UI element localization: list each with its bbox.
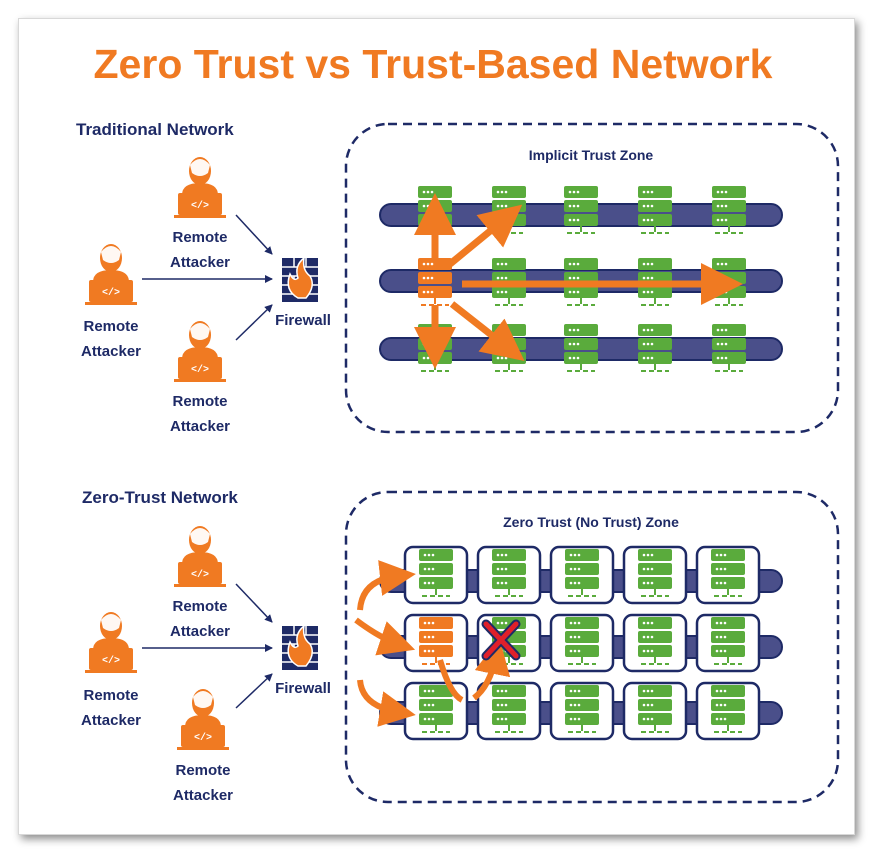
attacker-label-line2: Attacker — [81, 343, 141, 360]
traditional-attacker-bottom: Remote Attacker — [170, 321, 230, 435]
firewall-icon — [281, 625, 319, 671]
attacker-label-line1: Remote — [172, 229, 227, 246]
firewall-label: Firewall — [275, 312, 331, 329]
zero-trust-attacker-bottom: Remote Attacker — [173, 689, 233, 804]
implicit-trust-zone-label: Implicit Trust Zone — [529, 147, 654, 163]
diagram-title: Zero Trust vs Trust-Based Network — [94, 41, 773, 87]
attacker-label-line1: Remote — [83, 318, 138, 335]
attack-arrows-traditional — [142, 214, 273, 341]
attacker-label-line1: Remote — [172, 393, 227, 410]
attacker-label-line2: Attacker — [81, 712, 141, 729]
attacker-label-line2: Attacker — [170, 623, 230, 640]
zero-trust-zone-label: Zero Trust (No Trust) Zone — [503, 514, 679, 530]
person-laptop-icon — [174, 321, 226, 382]
firewall-icon — [281, 257, 319, 303]
attack-arrows-zero-trust — [142, 583, 273, 709]
traditional-attacker-left: Remote Attacker — [81, 244, 141, 360]
zero-trust-heading: Zero-Trust Network — [82, 488, 238, 507]
attacker-label-line1: Remote — [172, 598, 227, 615]
servers-zero-trust — [405, 547, 759, 739]
attacker-label-line2: Attacker — [170, 418, 230, 435]
person-laptop-icon — [174, 157, 226, 218]
zero-trust-zone — [344, 490, 840, 804]
lateral-movement-arrows — [414, 193, 743, 369]
compromised-server — [405, 615, 467, 671]
blocked-x-icon — [481, 619, 521, 661]
traditional-attacker-top: Remote Attacker — [170, 157, 230, 271]
attacker-label-line1: Remote — [83, 687, 138, 704]
traditional-heading: Traditional Network — [76, 120, 234, 139]
blocked-access-arrows — [354, 560, 511, 727]
implicit-trust-zone — [344, 122, 840, 434]
compromised-server — [417, 257, 453, 306]
person-laptop-icon — [85, 244, 137, 305]
attacker-label-line1: Remote — [175, 762, 230, 779]
person-laptop-icon — [174, 526, 226, 587]
attacker-label-line2: Attacker — [173, 787, 233, 804]
person-laptop-icon — [85, 612, 137, 673]
firewall-label: Firewall — [275, 680, 331, 697]
person-laptop-icon — [177, 689, 229, 750]
zero-trust-attacker-left: Remote Attacker — [81, 612, 141, 729]
attacker-label-line2: Attacker — [170, 254, 230, 271]
zero-trust-attacker-top: Remote Attacker — [170, 526, 230, 640]
